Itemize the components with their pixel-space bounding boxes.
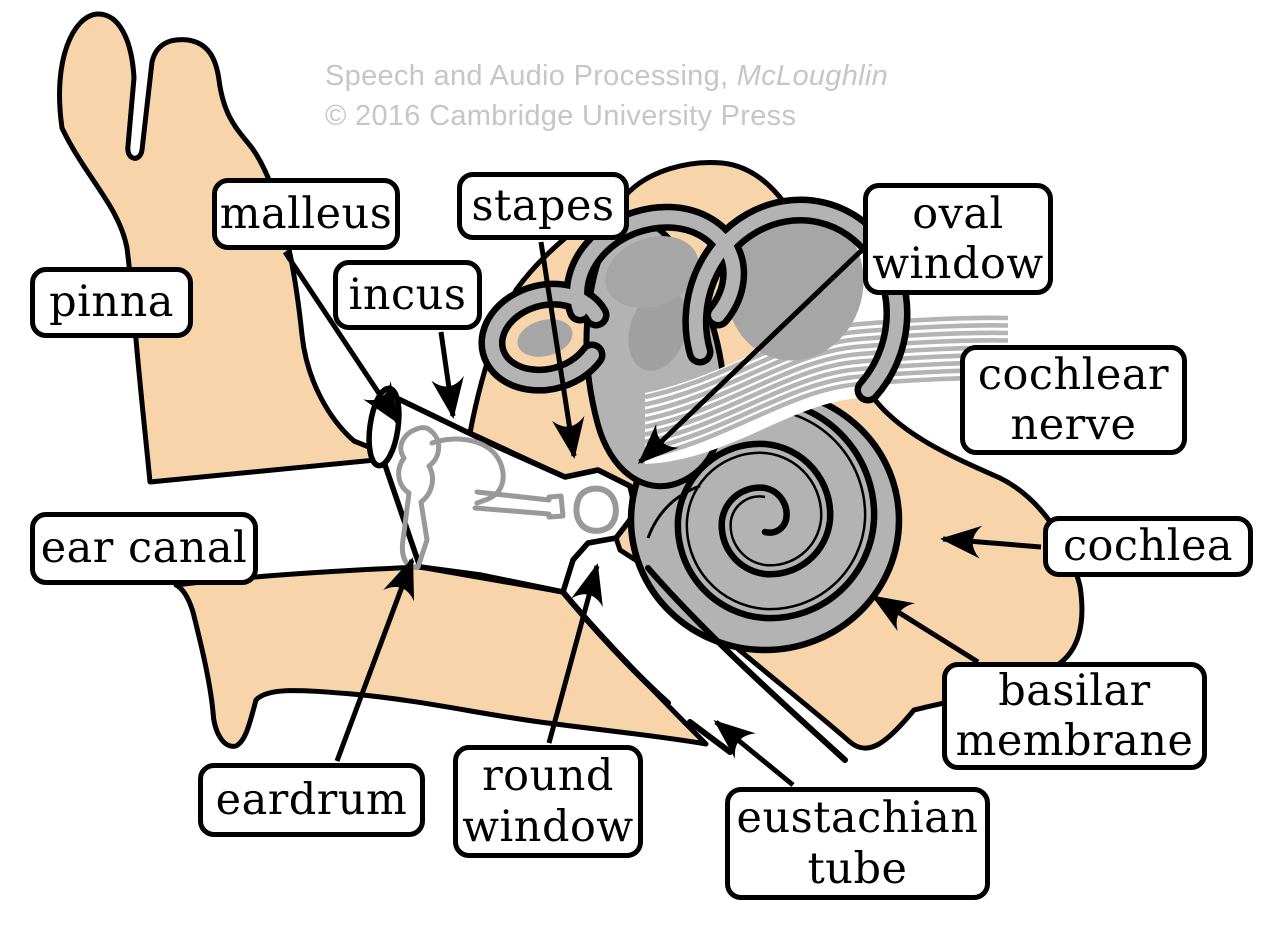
arrow-stapes [538, 241, 585, 459]
watermark-line2: © 2016 Cambridge University Press [325, 100, 797, 133]
label-incus: incus [333, 260, 482, 330]
stapes-bone [573, 485, 619, 534]
label-cochlea: cochlea [1043, 516, 1253, 577]
utricle-shadow [628, 289, 688, 371]
arrow-incus [431, 331, 464, 419]
arrow-eustachian-tube [713, 720, 795, 787]
label-pinna: pinna [30, 267, 193, 338]
earlobe-tissue [173, 564, 709, 749]
basilar-membrane-line [685, 407, 867, 611]
incus-process [472, 489, 552, 517]
label-basilar-membrane: basilar membrane [942, 662, 1207, 770]
label-eustachian-tube: eustachian tube [725, 787, 990, 900]
label-eardrum: eardrum [198, 763, 425, 837]
arrow-eardrum [334, 557, 415, 762]
arrow-malleus [282, 250, 401, 425]
copyright-watermark: Speech and Audio Processing, McLoughlin … [325, 56, 888, 136]
pointer-arrows [282, 241, 1042, 787]
label-cochlear-nerve: cochlear nerve [960, 345, 1187, 455]
label-oval-window: oval window [863, 183, 1053, 295]
stapes-connector [546, 493, 566, 520]
middle-ear-cavity [381, 389, 639, 595]
watermark-line1: Speech and Audio Processing, McLoughlin [325, 60, 889, 92]
label-ear-canal: ear canal [30, 512, 258, 585]
label-malleus: malleus [212, 178, 400, 250]
malleus-bone [396, 425, 442, 570]
arrow-round-window [546, 563, 603, 744]
label-round-window: round window [453, 745, 643, 858]
label-stapes: stapes [457, 172, 629, 240]
ossicles [396, 425, 619, 570]
semicircular-canals [478, 196, 911, 404]
arrow-cochlea [940, 525, 1042, 559]
arrow-basilar-membrane [871, 594, 980, 665]
arrow-oval-window [637, 248, 864, 465]
